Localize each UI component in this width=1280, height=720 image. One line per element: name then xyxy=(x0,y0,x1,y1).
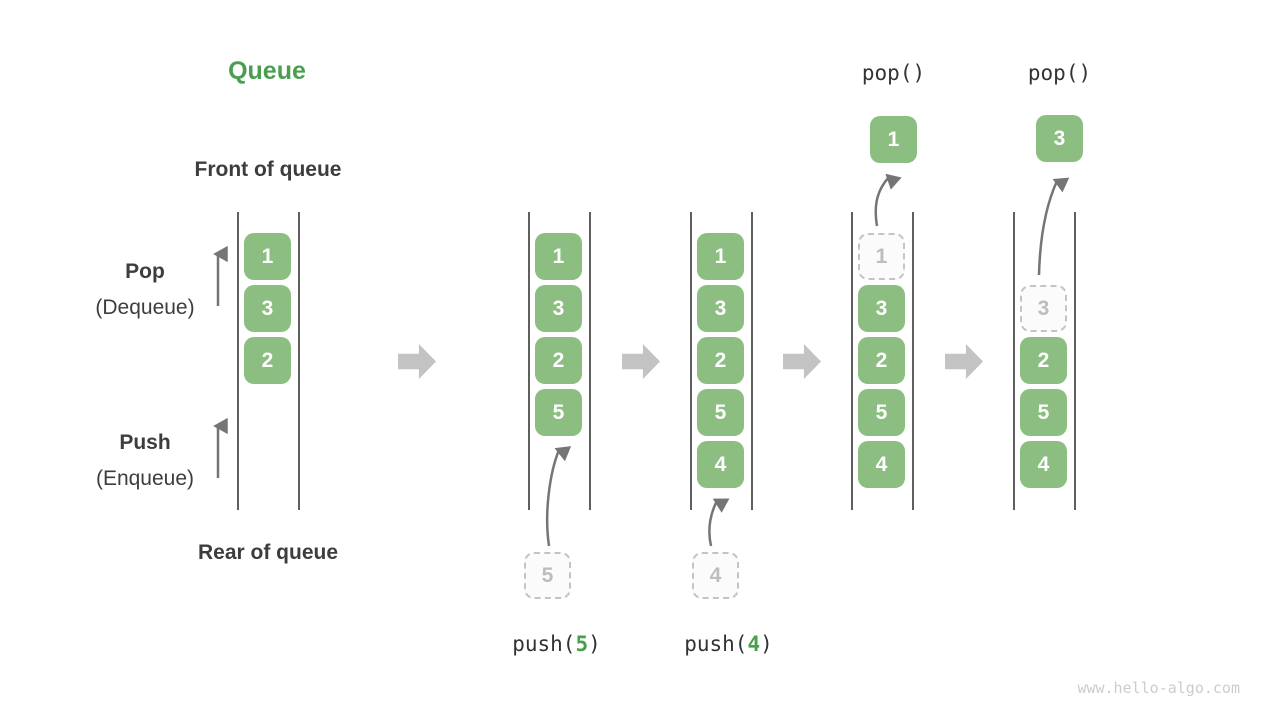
push-call-label: push(4) xyxy=(648,632,809,656)
queue-cell: 1 xyxy=(244,233,291,280)
pending-push-box: 5 xyxy=(524,552,571,599)
watermark: www.hello-algo.com xyxy=(1077,679,1240,697)
queue-wall-icon xyxy=(912,212,914,510)
queue-wall-icon xyxy=(298,212,300,510)
queue-cell: 3 xyxy=(697,285,744,332)
queue-cell: 2 xyxy=(1020,337,1067,384)
push-label: Push xyxy=(119,431,171,454)
push4-arrow-icon xyxy=(708,498,730,547)
push-call-suffix: ) xyxy=(760,632,773,656)
queue-cell: 3 xyxy=(244,285,291,332)
queue-cell: 5 xyxy=(1020,389,1067,436)
diagram-title: Queue xyxy=(228,57,306,85)
queue-cell: 3 xyxy=(858,285,905,332)
queue-cell: 2 xyxy=(244,337,291,384)
queue-cell: 2 xyxy=(858,337,905,384)
push-alias-label: (Enqueue) xyxy=(95,467,195,490)
queue-cell: 4 xyxy=(858,441,905,488)
rear-of-queue-label: Rear of queue xyxy=(197,541,339,564)
queue-cell: 2 xyxy=(697,337,744,384)
push5-arrow-icon xyxy=(546,446,572,547)
queue-cell: 2 xyxy=(535,337,582,384)
queue-cell: 4 xyxy=(1020,441,1067,488)
queue-wall-icon xyxy=(1074,212,1076,510)
push-call-arg: 5 xyxy=(575,632,589,656)
queue-cell: 1 xyxy=(535,233,582,280)
queue-cell: 5 xyxy=(697,389,744,436)
next-state-arrow-icon xyxy=(622,344,660,379)
pop-call-label: pop() xyxy=(861,61,926,85)
push-call-prefix: push( xyxy=(512,632,576,656)
front-of-queue-label: Front of queue xyxy=(194,158,342,181)
push-call-prefix: push( xyxy=(684,632,748,656)
popped-value-box: 3 xyxy=(1036,115,1083,162)
queue-cell: 3 xyxy=(535,285,582,332)
pop1-arrow-icon xyxy=(874,173,902,227)
pop-call-label: pop() xyxy=(1027,61,1092,85)
push-call-suffix: ) xyxy=(588,632,601,656)
queue-wall-icon xyxy=(751,212,753,510)
queue-cell-ghost: 3 xyxy=(1020,285,1067,332)
push-call-label: push(5) xyxy=(476,632,637,656)
queue-cell: 5 xyxy=(858,389,905,436)
popped-value-box: 1 xyxy=(870,116,917,163)
queue-wall-icon xyxy=(589,212,591,510)
queue-cell: 1 xyxy=(697,233,744,280)
queue-cell-ghost: 1 xyxy=(858,233,905,280)
queue-wall-icon xyxy=(1013,212,1015,510)
pop-label: Pop xyxy=(125,260,165,283)
next-state-arrow-icon xyxy=(783,344,821,379)
pending-push-box: 4 xyxy=(692,552,739,599)
queue-wall-icon xyxy=(237,212,239,510)
next-state-arrow-icon xyxy=(945,344,983,379)
push-call-arg: 4 xyxy=(747,632,761,656)
pop2-arrow-icon xyxy=(1037,177,1070,276)
queue-cell: 5 xyxy=(535,389,582,436)
next-state-arrow-icon xyxy=(398,344,436,379)
queue-wall-icon xyxy=(851,212,853,510)
queue-wall-icon xyxy=(690,212,692,510)
pop-alias-label: (Dequeue) xyxy=(95,296,195,319)
queue-cell: 4 xyxy=(697,441,744,488)
queue-wall-icon xyxy=(528,212,530,510)
